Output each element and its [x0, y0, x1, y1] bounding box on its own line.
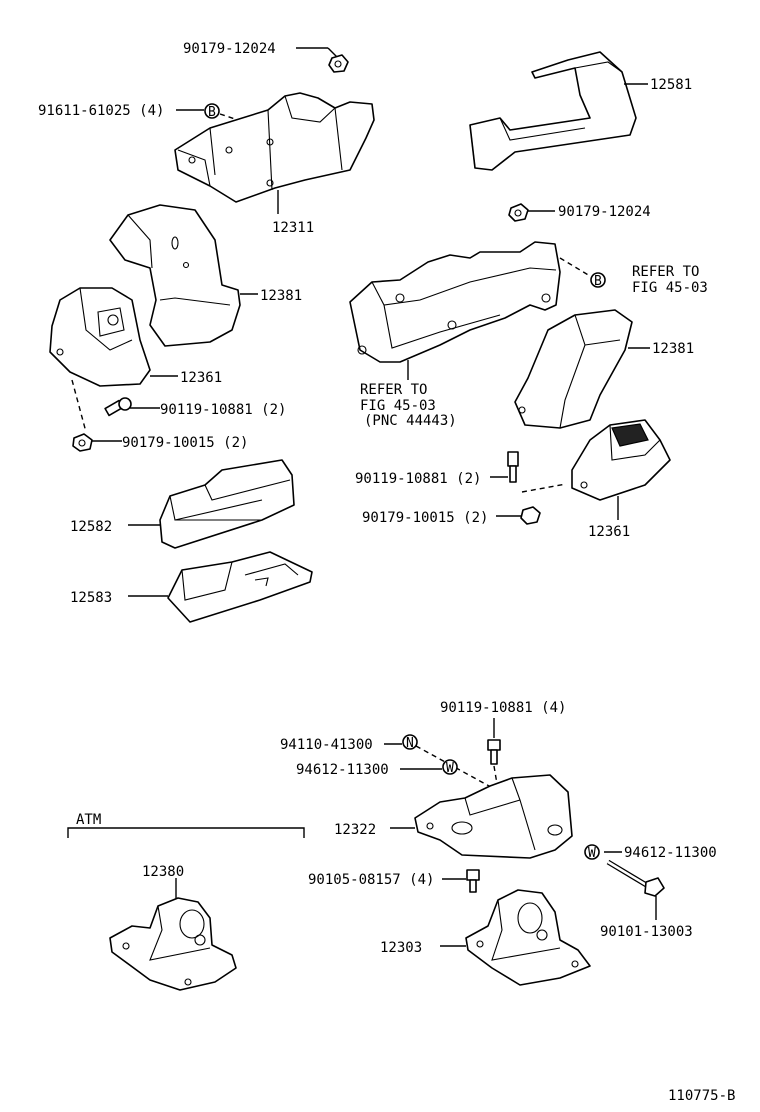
washer-callout-w: W — [584, 844, 600, 861]
label-90105-08157: 90105-08157 (4) — [308, 872, 434, 888]
label-12380: 12380 — [142, 864, 184, 880]
label-12581: 12581 — [650, 77, 692, 93]
bolt-icon — [507, 451, 519, 483]
label-90119-10881-right: 90119-10881 (2) — [355, 471, 481, 487]
nut-icon — [508, 203, 529, 222]
callout-letter-b: B — [208, 105, 216, 120]
label-91611-61025: 91611-61025 (4) — [38, 103, 164, 119]
insulator-12581 — [469, 51, 637, 171]
bolt-callout-b: B — [590, 272, 606, 289]
label-12361-right: 12361 — [588, 524, 630, 540]
label-90101-13003: 90101-13003 — [600, 924, 693, 940]
label-12303: 12303 — [380, 940, 422, 956]
label-94110-41300: 94110-41300 — [280, 737, 373, 753]
washer-callout-w: W — [442, 759, 458, 776]
callout-letter-b: B — [594, 274, 602, 289]
figure-id: 110775-B — [668, 1088, 735, 1104]
bolt-icon — [606, 859, 665, 897]
label-pnc-44443: (PNC 44443) — [364, 413, 457, 429]
label-90119-10881-left: 90119-10881 (2) — [160, 402, 286, 418]
stopper-12582 — [159, 459, 295, 549]
mount-12380 — [109, 897, 237, 991]
crossmember-refer-fig-45-03 — [349, 241, 561, 363]
nut-callout-n: N — [402, 734, 418, 751]
insulator-12381-right — [514, 309, 633, 429]
callout-letter-n: N — [406, 736, 414, 751]
mount-12361-left — [49, 287, 151, 387]
mount-12361-right — [571, 419, 671, 501]
callout-letter-w: W — [588, 846, 596, 861]
label-12322: 12322 — [334, 822, 376, 838]
nut-icon — [328, 54, 349, 73]
label-atm: ATM — [76, 812, 101, 828]
label-90179-10015-right: 90179-10015 (2) — [362, 510, 488, 526]
bolt-icon — [487, 739, 501, 765]
label-90179-10015-left: 90179-10015 (2) — [122, 435, 248, 451]
label-94612-11300-top: 94612-11300 — [296, 762, 389, 778]
nut-icon — [520, 506, 541, 525]
bolt-icon — [466, 869, 480, 893]
label-refer-to-right: REFER TO — [632, 264, 699, 280]
nut-icon — [72, 433, 93, 452]
label-12583: 12583 — [70, 590, 112, 606]
mount-12303 — [465, 889, 591, 986]
label-12361-left: 12361 — [180, 370, 222, 386]
label-refer-to-mid: REFER TO — [360, 382, 427, 398]
insulator-12381-left — [109, 204, 241, 347]
bracket-12322 — [414, 774, 573, 859]
label-12381-right: 12381 — [652, 341, 694, 357]
crossmember-12311 — [174, 92, 375, 203]
bolt-callout-b: B — [204, 103, 220, 120]
label-90179-12024-right: 90179-12024 — [558, 204, 651, 220]
label-12381-left: 12381 — [260, 288, 302, 304]
label-fig-45-03-right: FIG 45-03 — [632, 280, 708, 296]
callout-letter-w: W — [446, 761, 454, 776]
label-fig-45-03-mid: FIG 45-03 — [360, 398, 436, 414]
label-94612-11300-right: 94612-11300 — [624, 845, 717, 861]
label-12582: 12582 — [70, 519, 112, 535]
stopper-12583 — [167, 551, 313, 623]
label-12311: 12311 — [272, 220, 314, 236]
label-90119-10881-bottom: 90119-10881 (4) — [440, 700, 566, 716]
bolt-icon — [104, 397, 132, 417]
label-90179-12024-top: 90179-12024 — [183, 41, 276, 57]
